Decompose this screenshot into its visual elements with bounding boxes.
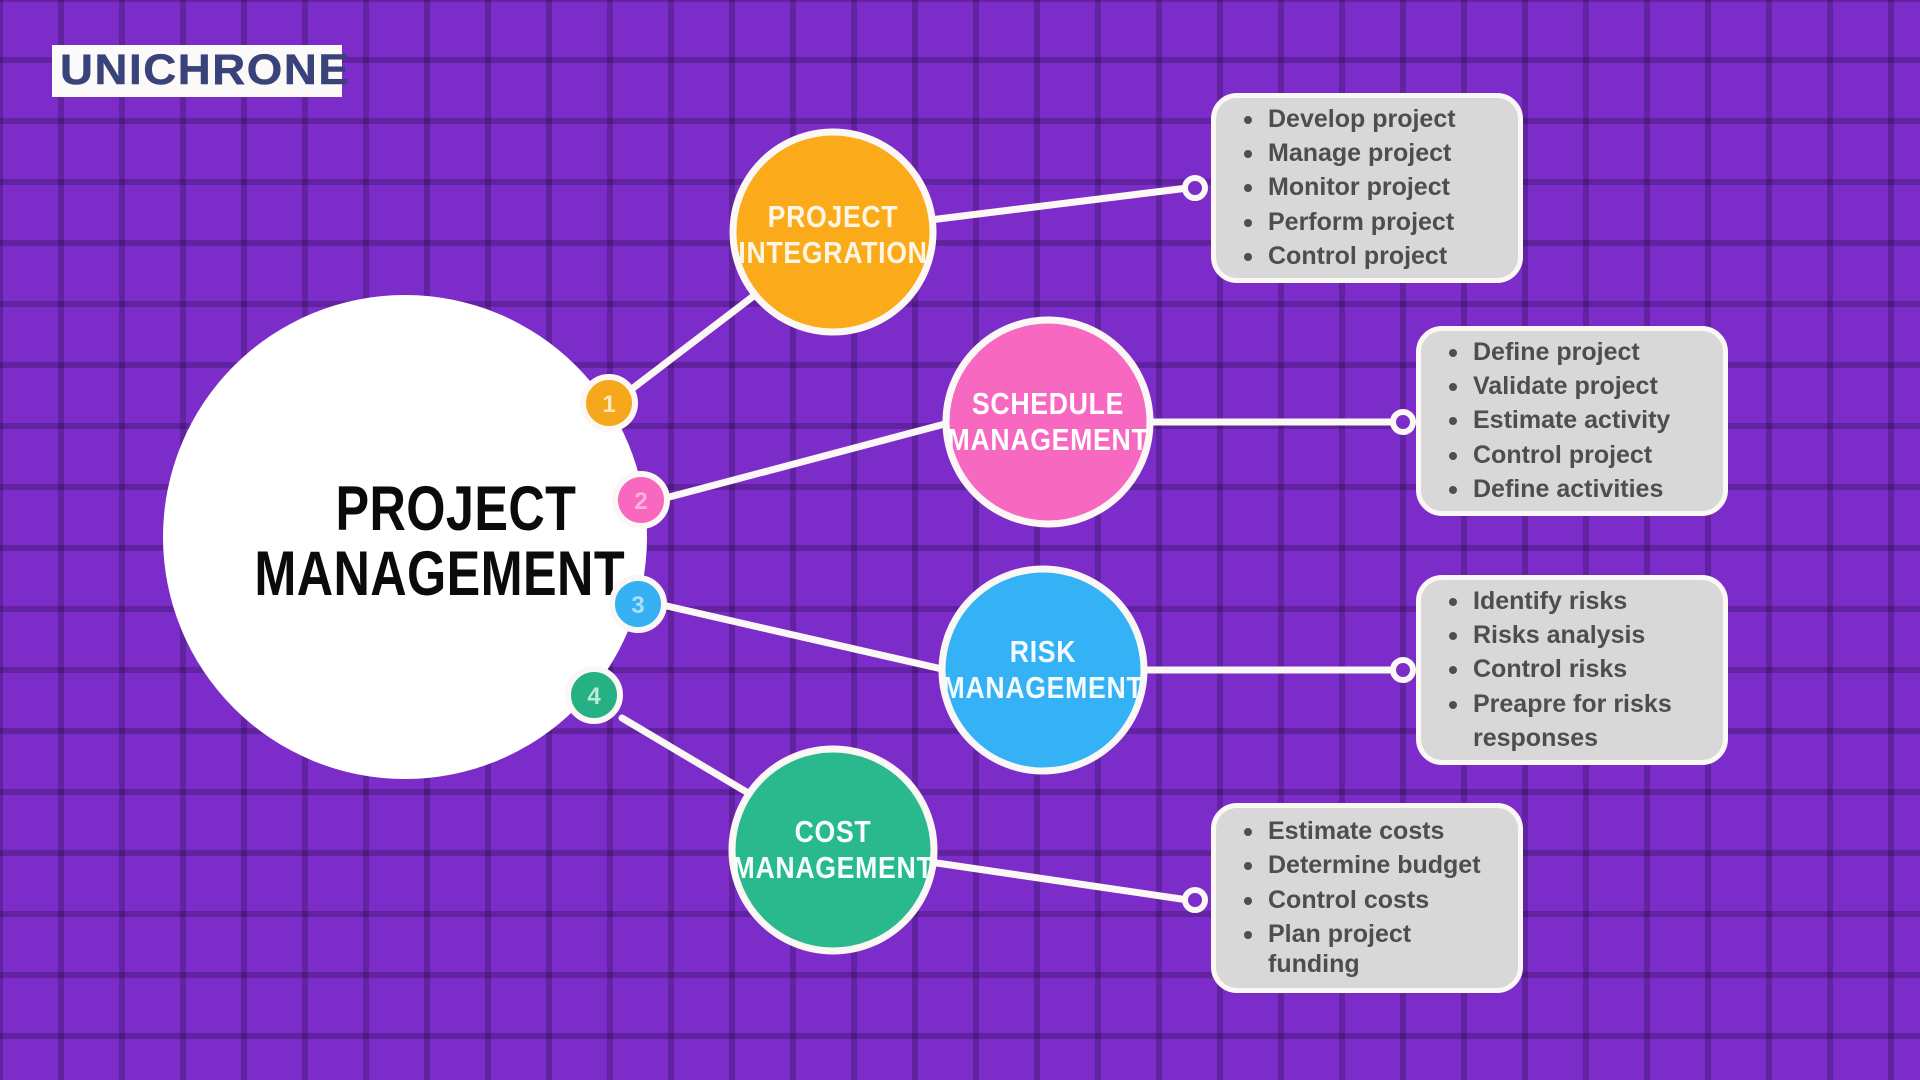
connector-node4-to-box4 bbox=[926, 858, 1192, 904]
badge-2[interactable]: 2 bbox=[612, 471, 670, 529]
list-item: Develop project bbox=[1244, 105, 1500, 134]
node-circle-cost-management bbox=[728, 745, 938, 955]
branch-node-risk-management[interactable]: RISK MANAGEMENT bbox=[938, 565, 1148, 775]
node-label-risk-management-line1: RISK bbox=[1010, 635, 1076, 669]
list-item: Risks analysis bbox=[1449, 621, 1705, 650]
detail-list-schedule-management: Define project Validate project Estimate… bbox=[1421, 338, 1723, 505]
list-item: Define project bbox=[1449, 338, 1705, 367]
hub-node[interactable]: PROJECT MANAGEMENT bbox=[163, 295, 647, 779]
hub-label-line1: PROJECT bbox=[336, 474, 577, 545]
badge-3[interactable]: 3 bbox=[609, 575, 667, 633]
brand-logo[interactable]: UNICHRONE bbox=[52, 45, 349, 97]
branch-node-schedule-management[interactable]: SCHEDULE MANAGEMENT bbox=[942, 316, 1154, 528]
detail-box-schedule-management[interactable]: Define project Validate project Estimate… bbox=[1416, 326, 1728, 516]
node-label-schedule-management-line1: SCHEDULE bbox=[972, 387, 1124, 421]
node-label-cost-management-line1: COST bbox=[795, 815, 872, 849]
connector-badge2-to-node2 bbox=[654, 416, 964, 504]
brand-logo-text: UNICHRONE bbox=[60, 46, 351, 94]
detail-box-project-integration[interactable]: Develop project Manage project Monitor p… bbox=[1211, 93, 1523, 283]
badge-3-number: 3 bbox=[631, 592, 644, 619]
list-item: Control costs bbox=[1244, 886, 1500, 915]
hub-circle bbox=[163, 295, 647, 779]
badge-4[interactable]: 4 bbox=[565, 666, 623, 724]
badge-2-circle bbox=[612, 471, 670, 529]
list-item: Validate project bbox=[1449, 372, 1705, 401]
node-label-cost-management-line2: MANAGEMENT bbox=[733, 851, 934, 885]
endpoint-ring-box2 bbox=[1390, 409, 1416, 435]
node-circle-risk-management bbox=[938, 565, 1148, 775]
endpoint-ring-box4 bbox=[1182, 887, 1208, 913]
connector-badge4-to-node4 bbox=[618, 714, 764, 804]
badge-4-number: 4 bbox=[587, 683, 601, 710]
detail-box-risk-management[interactable]: Identify risks Risks analysis Control ri… bbox=[1416, 575, 1728, 765]
connector-node1-to-box1 bbox=[926, 184, 1192, 224]
badge-1-number: 1 bbox=[602, 391, 615, 418]
endpoint-ring-box1 bbox=[1182, 175, 1208, 201]
detail-list-cost-management: Estimate costs Determine budget Control … bbox=[1216, 817, 1518, 979]
list-item: Determine budget bbox=[1244, 851, 1500, 880]
endpoint-ring-box3 bbox=[1390, 657, 1416, 683]
detail-list-risk-management: Identify risks Risks analysis Control ri… bbox=[1421, 587, 1723, 754]
node-circle-schedule-management bbox=[942, 316, 1154, 528]
list-item: Perform project bbox=[1244, 208, 1500, 237]
list-item: Estimate activity bbox=[1449, 406, 1705, 435]
badge-3-circle bbox=[609, 575, 667, 633]
list-item: Control project bbox=[1244, 242, 1500, 271]
node-circle-project-integration bbox=[729, 128, 937, 336]
list-item: Control project bbox=[1449, 441, 1705, 470]
branch-node-project-integration[interactable]: PROJECT INTEGRATION bbox=[729, 128, 937, 336]
badge-2-number: 2 bbox=[634, 488, 647, 515]
list-item: Preapre for risks bbox=[1449, 690, 1705, 719]
list-item: Identify risks bbox=[1449, 587, 1705, 616]
badge-1[interactable]: 1 bbox=[580, 374, 638, 432]
connector-lines bbox=[616, 184, 1400, 904]
list-item: Plan project funding bbox=[1244, 920, 1500, 979]
node-label-risk-management-line2: MANAGEMENT bbox=[943, 671, 1144, 705]
node-label-schedule-management-line2: MANAGEMENT bbox=[948, 423, 1149, 457]
list-item: Control risks bbox=[1449, 655, 1705, 684]
hub-label-line2: MANAGEMENT bbox=[254, 539, 625, 610]
list-item-continuation: responses bbox=[1473, 724, 1599, 753]
badge-1-circle bbox=[580, 374, 638, 432]
connector-badge3-to-node3 bbox=[654, 600, 959, 676]
node-label-project-integration-line2: INTEGRATION bbox=[738, 236, 927, 270]
list-item: Monitor project bbox=[1244, 173, 1500, 202]
list-item: Manage project bbox=[1244, 139, 1500, 168]
badge-4-circle bbox=[565, 666, 623, 724]
branch-node-cost-management[interactable]: COST MANAGEMENT bbox=[728, 745, 938, 955]
connector-endpoints bbox=[1182, 175, 1416, 913]
node-label-project-integration-line1: PROJECT bbox=[768, 200, 899, 234]
list-item: Define activities bbox=[1449, 475, 1705, 504]
connector-badge1-to-node1 bbox=[616, 281, 772, 402]
detail-list-project-integration: Develop project Manage project Monitor p… bbox=[1216, 105, 1518, 272]
detail-box-cost-management[interactable]: Estimate costs Determine budget Control … bbox=[1211, 803, 1523, 993]
list-item: Estimate costs bbox=[1244, 817, 1500, 846]
